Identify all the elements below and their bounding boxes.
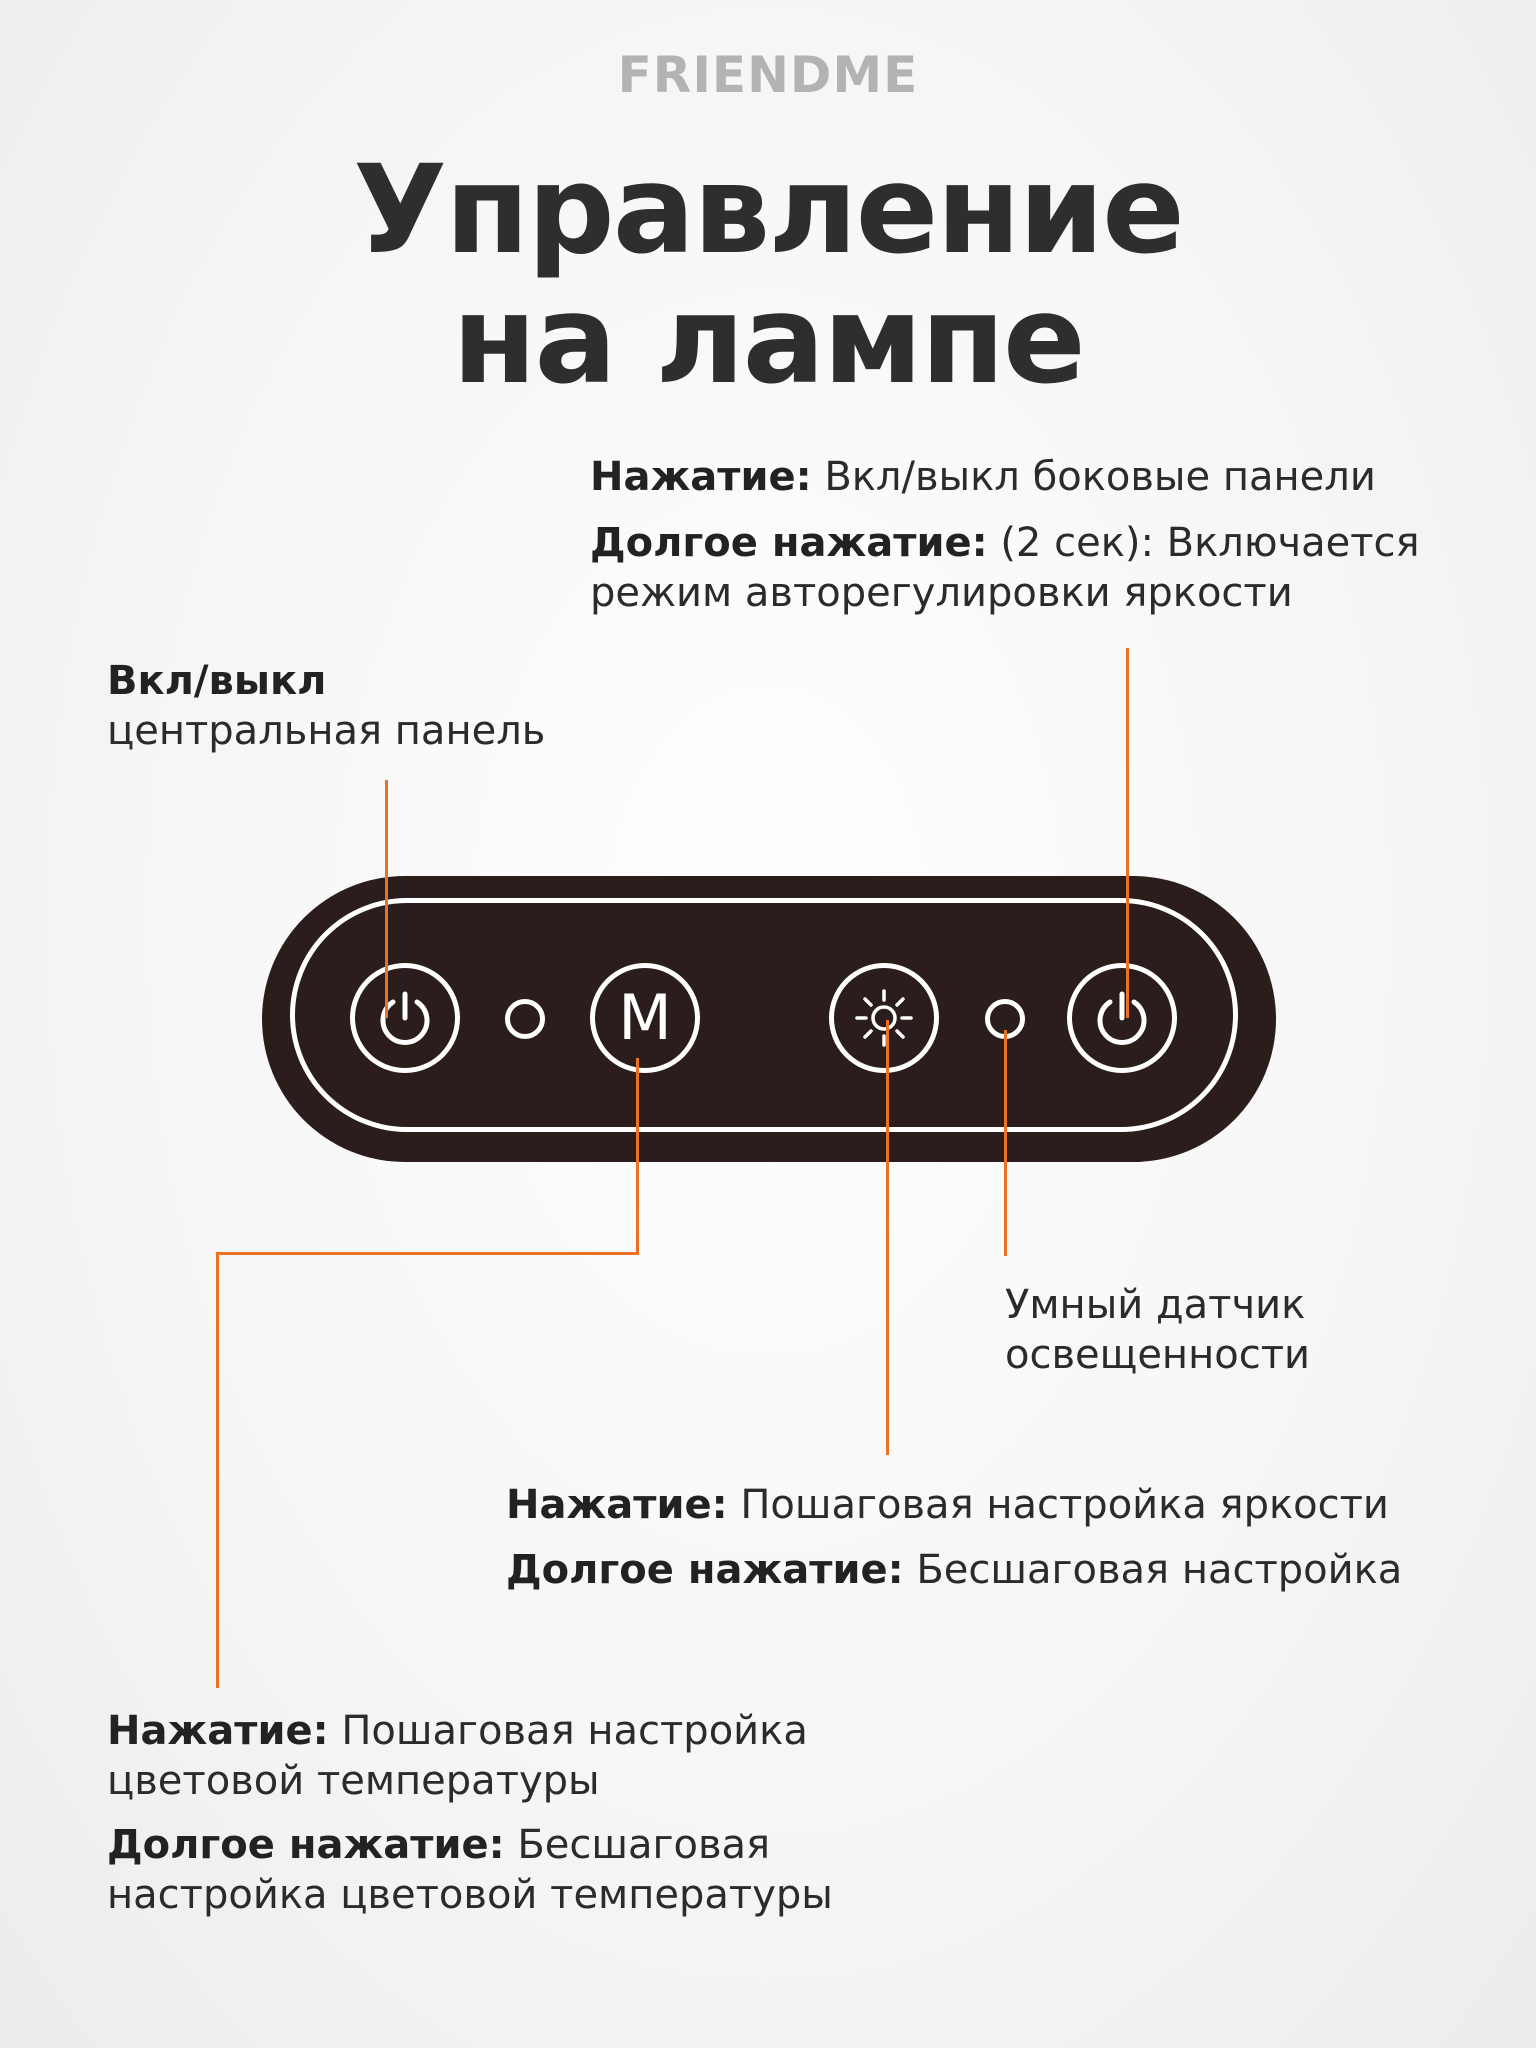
center-power-button[interactable] — [350, 963, 460, 1073]
press-text: Пошаговая настройка — [328, 1708, 808, 1754]
control-panel-outline — [290, 898, 1238, 1132]
sensor-label-line2: освещенности — [1005, 1332, 1310, 1378]
leader-mode-horizontal — [216, 1252, 639, 1255]
brightness-sun-icon — [855, 989, 913, 1047]
mode-button[interactable]: M — [590, 963, 700, 1073]
side-panels-press: Нажатие: Вкл/выкл боковые панели — [590, 452, 1376, 502]
leader-mode-down — [216, 1252, 219, 1688]
press-text: Вкл/выкл боковые панели — [811, 454, 1376, 500]
mode-icon: M — [618, 981, 672, 1054]
leader-mode-vertical — [636, 1058, 639, 1254]
brightness-press: Нажатие: Пошаговая настройка яркости — [506, 1480, 1389, 1530]
leader-center-power — [385, 780, 388, 1018]
center-panel-label: Вкл/выкл — [107, 656, 326, 706]
color-temp-press: Нажатие: Пошаговая настройка — [107, 1706, 808, 1756]
long-press-label: Долгое нажатие: — [107, 1822, 505, 1868]
press-text: Пошаговая настройка яркости — [727, 1482, 1389, 1528]
power-icon — [1097, 991, 1147, 1045]
center-indicator-dot — [505, 999, 545, 1039]
center-panel-text: центральная панель — [107, 708, 546, 754]
long-press-label: Долгое нажатие: — [506, 1547, 904, 1593]
long-press-text: Бесшаговая — [504, 1822, 771, 1868]
color-temp-long-2: настройка цветовой температуры — [107, 1872, 833, 1918]
leader-brightness — [886, 1020, 889, 1455]
side-power-button[interactable] — [1067, 963, 1177, 1073]
power-icon — [380, 991, 430, 1045]
brand-logo: FRIENDME — [617, 46, 919, 104]
sensor-label-line1: Умный датчик — [1005, 1282, 1306, 1328]
press-label: Нажатие: — [506, 1482, 728, 1528]
side-panels-long-2: режим авторегулировки яркости — [590, 570, 1293, 616]
brightness-button[interactable] — [829, 963, 939, 1073]
color-temp-press-2: цветовой температуры — [107, 1758, 600, 1804]
page-title-line2: на лампе — [452, 269, 1086, 411]
center-panel-bold: Вкл/выкл — [107, 658, 327, 704]
leader-sensor — [1004, 1030, 1007, 1256]
brightness-long: Долгое нажатие: Бесшаговая настройка — [506, 1545, 1402, 1595]
color-temp-long: Долгое нажатие: Бесшаговая — [107, 1820, 770, 1870]
long-press-text: Бесшаговая настройка — [903, 1547, 1403, 1593]
side-panels-long: Долгое нажатие: (2 сек): Включается — [590, 518, 1420, 568]
press-label: Нажатие: — [107, 1708, 329, 1754]
press-label: Нажатие: — [590, 454, 812, 500]
long-press-label: Долгое нажатие: — [590, 520, 988, 566]
page-title-line1: Управление — [353, 139, 1185, 281]
long-press-text: (2 сек): Включается — [987, 520, 1420, 566]
leader-side-power — [1126, 648, 1129, 1018]
